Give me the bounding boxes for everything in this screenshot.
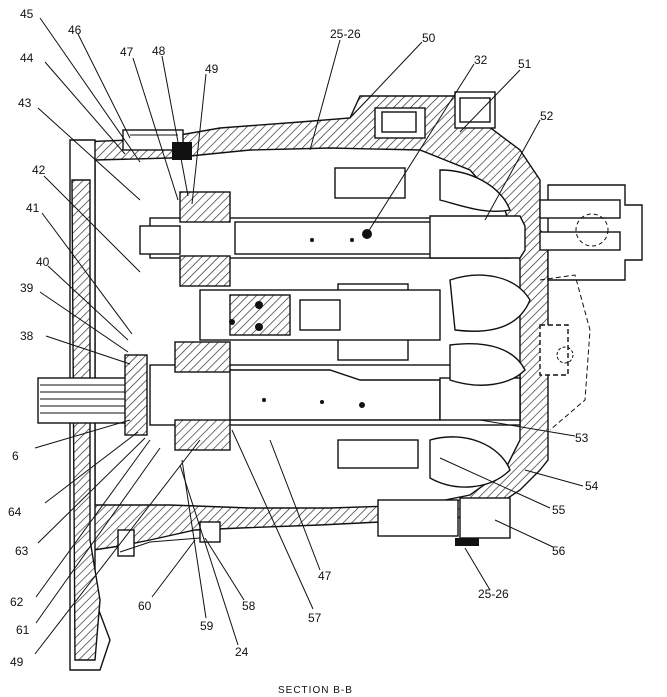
label-38: 38 xyxy=(20,329,34,343)
piston-lower xyxy=(149,331,521,469)
label-47-bottom: 47 xyxy=(318,569,332,583)
label-59: 59 xyxy=(200,619,214,633)
label-55: 55 xyxy=(552,503,566,517)
label-47-top: 47 xyxy=(120,45,134,59)
label-61: 61 xyxy=(16,623,30,637)
input-shaft xyxy=(37,354,148,436)
label-64: 64 xyxy=(8,505,22,519)
label-60: 60 xyxy=(138,599,152,613)
label-56: 56 xyxy=(552,544,566,558)
label-62: 62 xyxy=(10,595,24,609)
bottom-details xyxy=(117,497,511,557)
port-arcs xyxy=(429,169,531,488)
label-43: 43 xyxy=(18,96,32,110)
label-41: 41 xyxy=(26,201,40,215)
label-6-partial: 6 xyxy=(12,449,19,463)
label-44: 44 xyxy=(20,51,34,65)
label-48: 48 xyxy=(152,44,166,58)
label-45: 45 xyxy=(20,7,34,21)
label-42: 42 xyxy=(32,163,46,177)
valve-end xyxy=(539,184,643,431)
label-46: 46 xyxy=(68,23,82,37)
label-32: 32 xyxy=(474,53,488,67)
label-25-26-bottom: 25-26 xyxy=(478,587,509,601)
piston-upper xyxy=(139,167,526,309)
label-51: 51 xyxy=(518,57,532,71)
label-50: 50 xyxy=(422,31,436,45)
label-49-bottom: 49 xyxy=(10,655,24,669)
leader-lines xyxy=(34,17,584,655)
section-caption: SECTION B-B xyxy=(278,685,353,696)
port-block-top xyxy=(374,91,496,139)
label-24: 24 xyxy=(235,645,249,659)
label-57: 57 xyxy=(308,611,322,625)
label-25-26-top: 25-26 xyxy=(330,27,361,41)
label-53: 53 xyxy=(575,431,589,445)
label-52: 52 xyxy=(540,109,554,123)
label-54: 54 xyxy=(585,479,599,493)
center-section xyxy=(199,289,441,341)
label-39: 39 xyxy=(20,281,34,295)
callout-labels: 45 46 44 47 48 49 25-26 50 32 51 43 52 4… xyxy=(8,7,599,696)
label-40: 40 xyxy=(36,255,50,269)
label-63: 63 xyxy=(15,544,29,558)
label-49-top: 49 xyxy=(205,62,219,76)
label-58: 58 xyxy=(242,599,256,613)
flange-bolt-top xyxy=(122,129,192,160)
